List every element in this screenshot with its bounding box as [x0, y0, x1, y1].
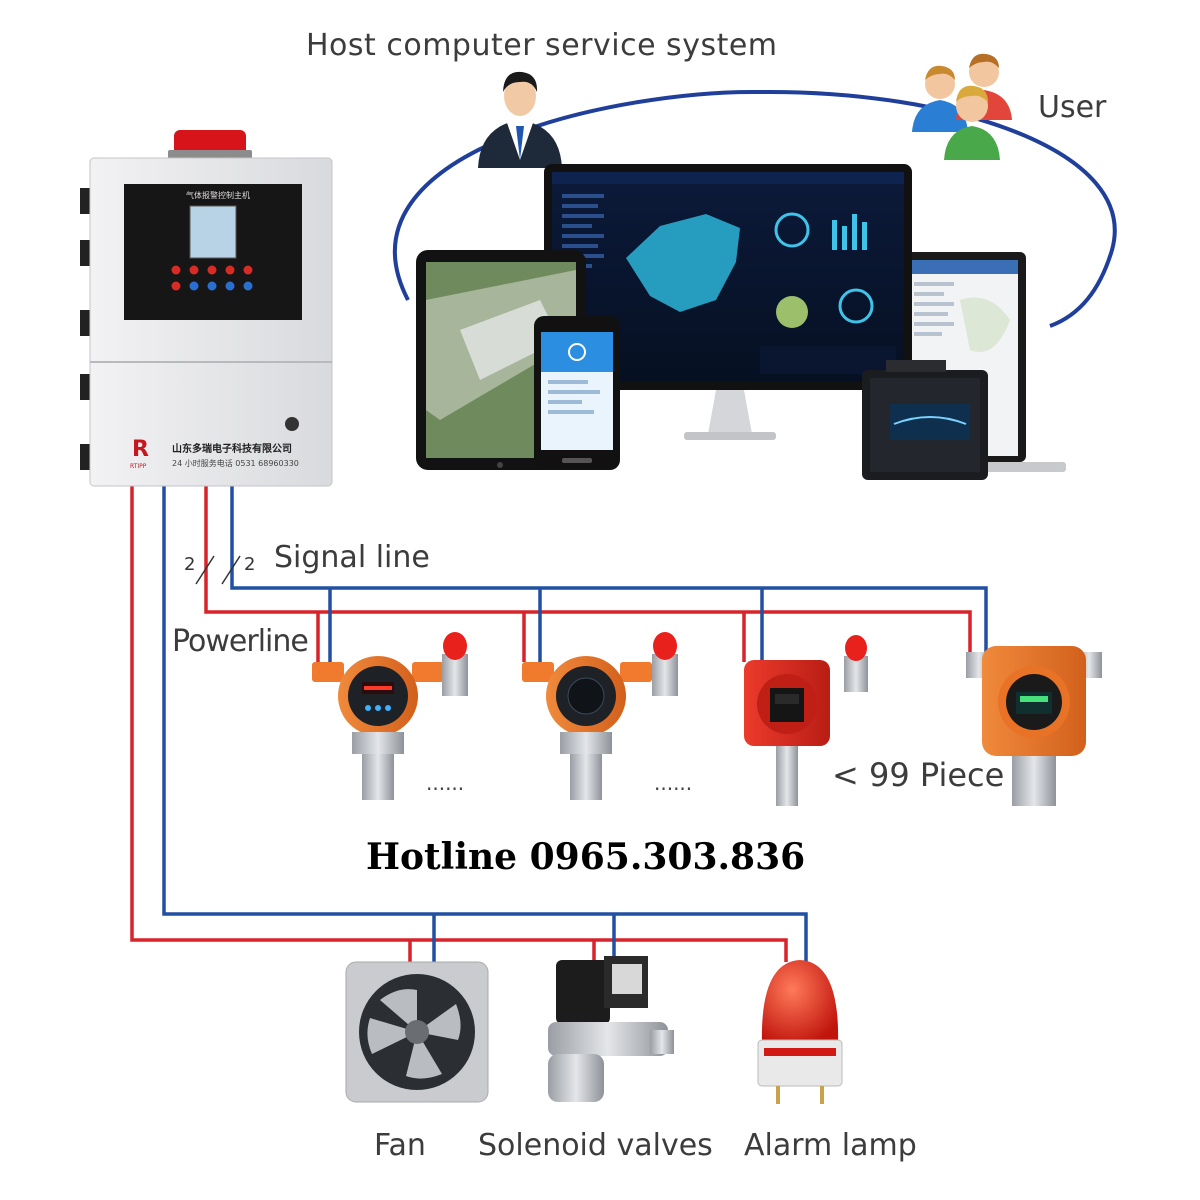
alarm-lamp-label: Alarm lamp: [744, 1128, 917, 1163]
signal-line-label: Signal line: [274, 540, 430, 575]
fan-device: [345, 961, 489, 1103]
detector-2: [522, 632, 678, 800]
iot-gateway-device: [862, 360, 988, 480]
detector-1: [312, 632, 468, 800]
service-phone: 24 小时服务电话 0531 68960330: [172, 458, 299, 468]
fan-label: Fan: [374, 1128, 426, 1163]
network-ring: [392, 89, 1117, 328]
company-logo: R: [132, 437, 149, 462]
alarm-lamp-device: [757, 960, 843, 1104]
power-line-label: Powerline: [172, 624, 309, 659]
user-group-icon: [912, 53, 1012, 160]
piece-limit-label: < 99 Piece: [832, 756, 1005, 794]
wire-count-left: 2: [184, 554, 195, 575]
ellipsis-1: ......: [426, 771, 464, 795]
solenoid-label: Solenoid valves: [478, 1128, 713, 1163]
user-label: User: [1038, 90, 1107, 125]
signal-wires: [162, 486, 988, 962]
hotline-label: Hotline 0965.303.836: [366, 836, 806, 878]
person-suit-icon: [478, 71, 562, 168]
logo-text: RTIPP: [130, 463, 147, 470]
wire-count-slashes: [195, 555, 241, 585]
wire-count-right: 2: [244, 554, 255, 575]
detector-4: [966, 646, 1102, 806]
host-system-label: Host computer service system: [306, 28, 778, 63]
detector-3: [744, 635, 868, 806]
solenoid-valve-device: [548, 956, 674, 1102]
smartphone-device: [534, 316, 620, 470]
gas-alarm-controller: 气体报警控制主机 R RTIPP 山东多瑞电子科技有限公司 24 小时服务电话 …: [80, 130, 333, 487]
company-name: 山东多瑞电子科技有限公司: [172, 442, 292, 455]
ellipsis-2: ......: [654, 771, 692, 795]
power-wires: [130, 486, 972, 962]
panel-title: 气体报警控制主机: [186, 190, 250, 200]
